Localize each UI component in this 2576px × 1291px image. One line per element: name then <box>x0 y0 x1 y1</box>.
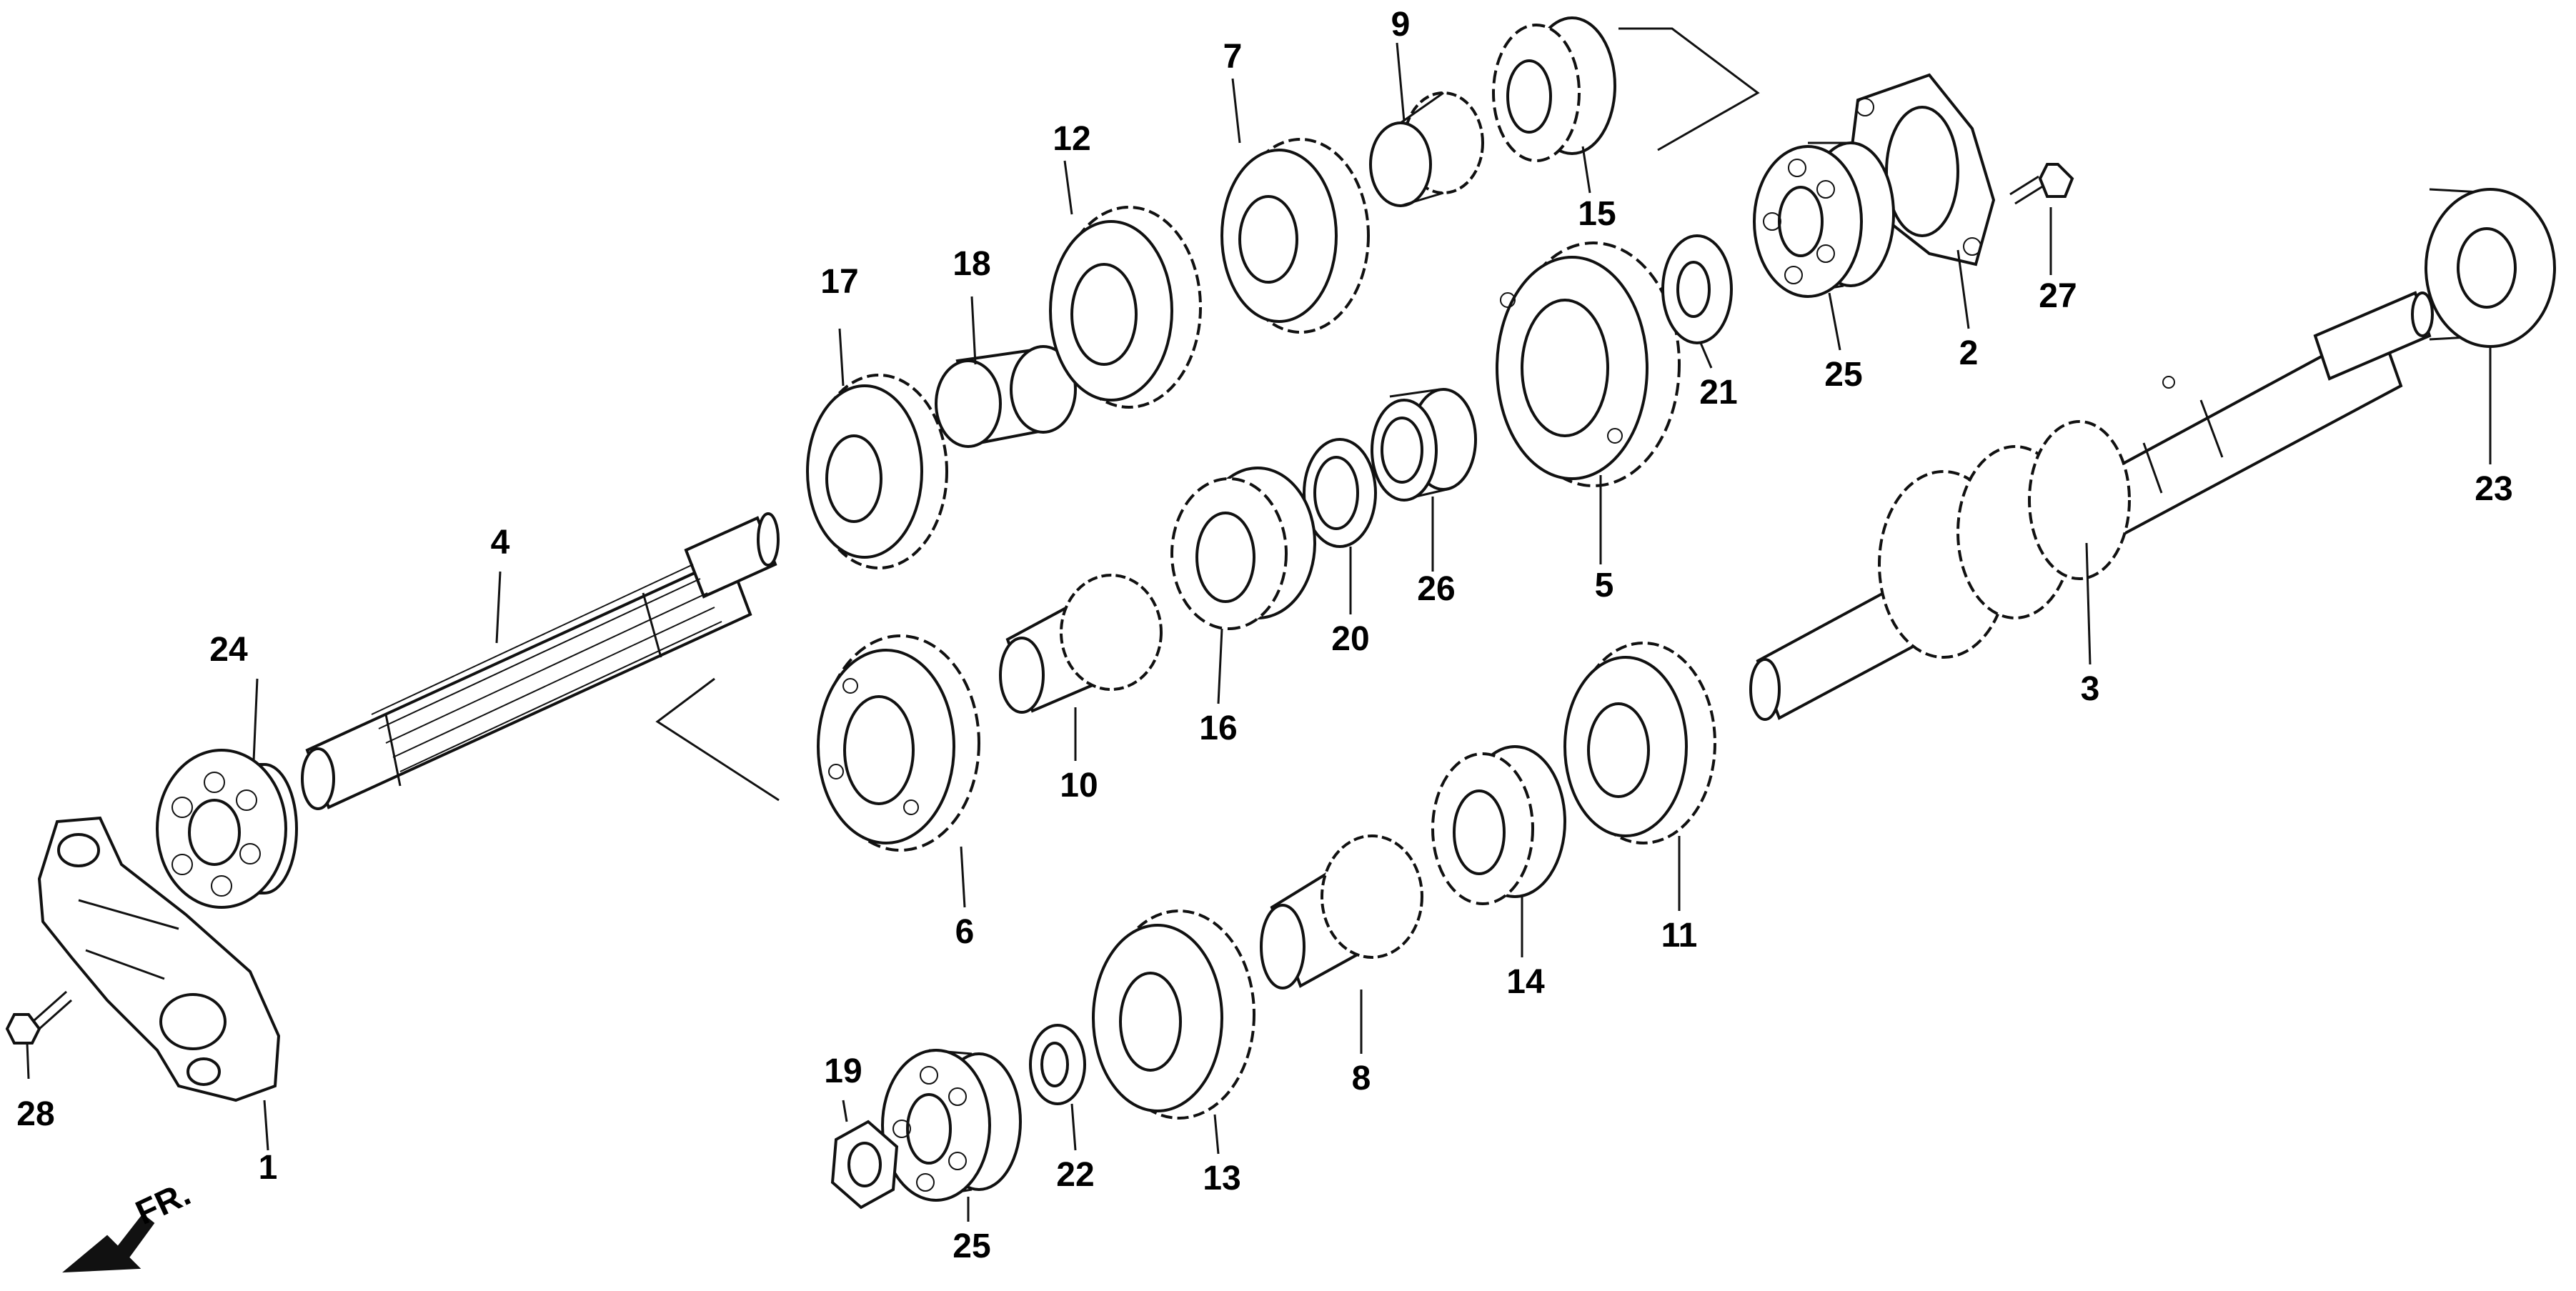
part-22-washer <box>1029 1024 1086 1105</box>
part-16-hub <box>1170 467 1316 630</box>
label-part-16: 16 <box>1199 709 1237 747</box>
part-17-gear <box>806 374 948 569</box>
part-25-upper-bearing <box>1753 141 1895 298</box>
label-part-2: 2 <box>1959 334 1979 372</box>
part-4-mainshaft <box>301 512 780 810</box>
part-1-housing <box>37 816 281 1102</box>
part-20-washer <box>1303 438 1377 548</box>
label-part-19: 19 <box>824 1052 862 1090</box>
label-part-7: 7 <box>1223 38 1243 76</box>
label-part-13: 13 <box>1203 1160 1240 1197</box>
part-3-countershaft <box>1749 291 2434 721</box>
label-part-14: 14 <box>1506 963 1545 1001</box>
label-part-21: 21 <box>1699 374 1737 412</box>
part-23-bearing <box>2425 188 2556 348</box>
part-10-sleeve <box>999 574 1163 714</box>
part-15-hub <box>1492 16 1616 162</box>
label-part-5: 5 <box>1595 567 1614 604</box>
label-part-20: 20 <box>1331 620 1369 658</box>
part-8-sleeve <box>1260 834 1423 990</box>
part-12-gear <box>1049 206 1202 409</box>
leader-15-bracket <box>1618 27 1760 151</box>
part-5-gear <box>1496 241 1681 487</box>
label-part-11: 11 <box>1661 917 1698 954</box>
label-part-10: 10 <box>1060 767 1098 804</box>
part-6-gear <box>817 634 980 852</box>
label-part-9: 9 <box>1391 6 1411 44</box>
label-part-25-lower: 25 <box>953 1227 990 1265</box>
part-9-sleeve <box>1369 91 1484 207</box>
part-27-bolt <box>2009 163 2074 205</box>
part-labels: 1 2 3 4 5 6 7 8 9 10 11 12 13 14 15 16 1… <box>16 6 2512 1265</box>
label-part-23: 23 <box>2475 470 2512 508</box>
label-part-24: 24 <box>209 631 248 669</box>
label-part-3: 3 <box>2081 670 2100 708</box>
label-part-4: 4 <box>491 524 510 562</box>
arrow-down-left-icon <box>62 1213 155 1273</box>
part-24-bearing <box>156 749 298 909</box>
label-part-25-upper: 25 <box>1824 356 1862 394</box>
part-19-nut <box>830 1120 899 1210</box>
part-7-gear <box>1220 138 1370 334</box>
label-part-1: 1 <box>259 1149 278 1187</box>
label-part-28: 28 <box>16 1095 54 1133</box>
label-part-22: 22 <box>1056 1156 1094 1194</box>
part-13-gear <box>1092 909 1255 1120</box>
part-18-bushing <box>935 345 1077 448</box>
leader-lines <box>26 42 2492 1222</box>
label-part-17: 17 <box>820 263 858 301</box>
part-11-gear <box>1563 642 1716 844</box>
part-28-bolt <box>5 990 72 1045</box>
part-25-lower-bearing <box>881 1049 1022 1202</box>
label-part-8: 8 <box>1352 1060 1371 1097</box>
label-part-12: 12 <box>1053 120 1090 158</box>
part-21-washer <box>1661 234 1733 344</box>
label-part-18: 18 <box>953 245 990 283</box>
label-part-26: 26 <box>1417 570 1455 608</box>
label-part-15: 15 <box>1578 195 1616 233</box>
leader-6-bracket <box>655 677 780 802</box>
part-26-needle-bearing <box>1371 388 1477 502</box>
part-14-hub <box>1431 745 1566 905</box>
label-part-6: 6 <box>955 913 975 951</box>
label-part-27: 27 <box>2039 277 2077 315</box>
